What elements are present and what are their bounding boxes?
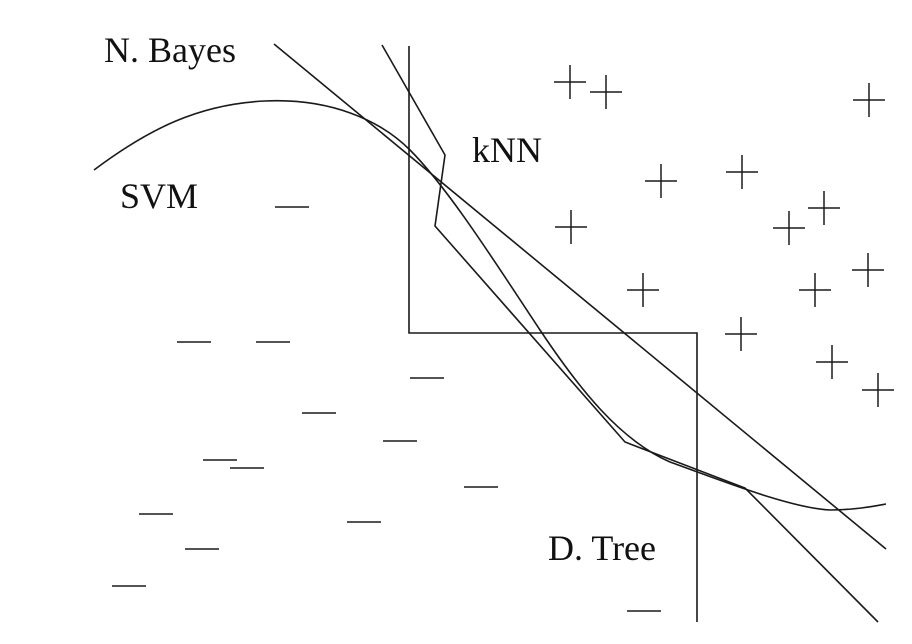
classifier-labels: N. Bayes kNN SVM D. Tree — [104, 30, 656, 568]
positive-mark — [627, 273, 659, 307]
positive-mark — [799, 273, 831, 307]
positive-mark — [726, 155, 758, 189]
svm-label: SVM — [120, 176, 198, 216]
decision-boundaries — [93, 43, 887, 623]
positive-mark — [852, 253, 884, 287]
negative-class-marks — [112, 206, 661, 612]
naive-bayes-boundary — [273, 43, 887, 550]
knn-boundary — [381, 44, 879, 623]
decision-tree-boundary — [408, 46, 698, 622]
positive-mark — [590, 75, 622, 109]
positive-mark — [862, 373, 894, 407]
decision-tree-label: D. Tree — [548, 528, 656, 568]
positive-mark — [554, 65, 586, 99]
positive-mark — [808, 191, 840, 225]
positive-mark — [816, 345, 848, 379]
positive-mark — [853, 83, 885, 117]
positive-mark — [555, 210, 587, 244]
positive-mark — [773, 211, 805, 245]
positive-mark — [725, 317, 757, 351]
positive-class-marks — [554, 65, 894, 407]
naive-bayes-label: N. Bayes — [104, 30, 236, 70]
positive-mark — [645, 164, 677, 198]
knn-label: kNN — [472, 130, 542, 170]
svm-boundary — [93, 99, 887, 511]
